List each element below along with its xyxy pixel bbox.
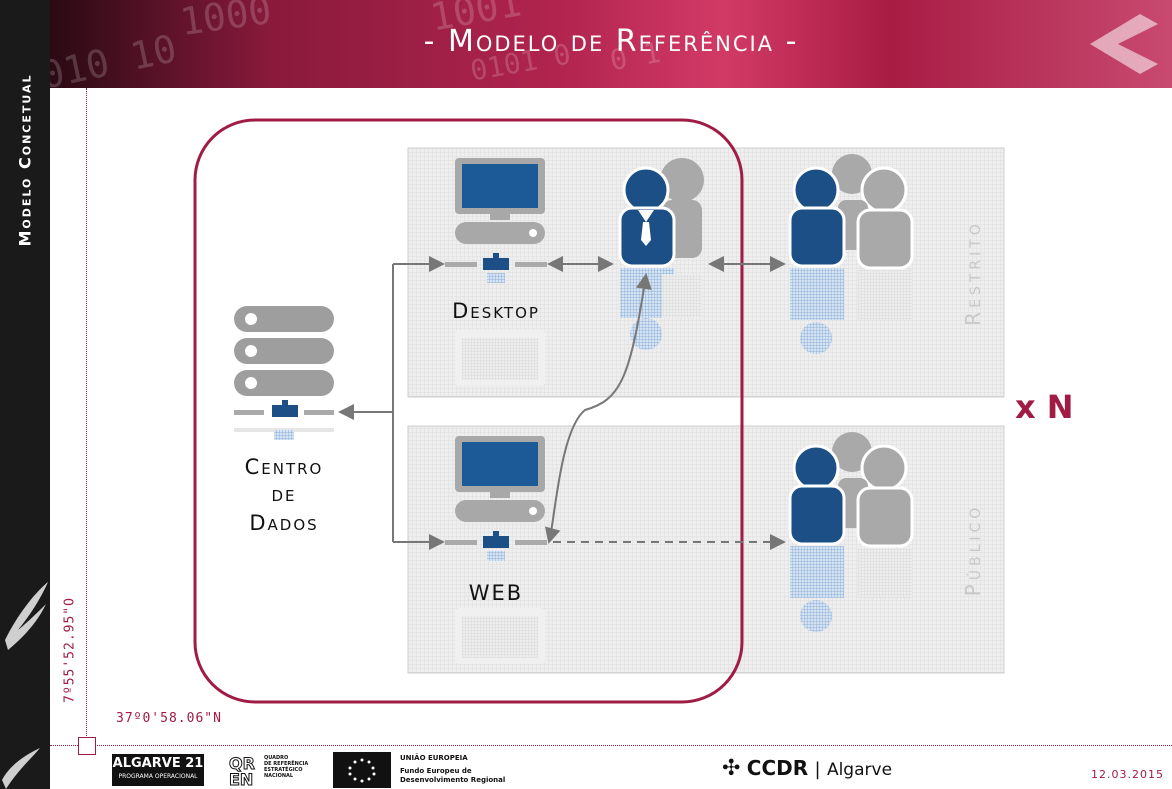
connector-lines xyxy=(338,256,786,550)
qren-mark-icon: QR EN xyxy=(229,754,256,786)
ccdr-symbol-icon: ✣ xyxy=(722,756,741,781)
header-chevron-icon xyxy=(1090,14,1158,74)
guide-line-horizontal xyxy=(50,745,1172,746)
latitude-label: 37º0'58.06"N xyxy=(116,711,222,726)
system-boundary xyxy=(193,118,744,704)
eu-stars-icon xyxy=(348,758,376,783)
algarve21-title: ALGARVE 21 xyxy=(112,756,204,771)
svg-text:QR: QR xyxy=(229,754,255,773)
data-center-label: Centro xyxy=(245,455,324,479)
slide-date: 12.03.2015 xyxy=(1091,768,1164,781)
restricted-users-icon xyxy=(788,154,914,354)
corner-marker xyxy=(78,737,96,755)
web-label: WEB xyxy=(469,581,523,605)
qren-text: NACIONAL xyxy=(264,773,294,779)
ccdr-name: CCDR xyxy=(746,756,809,780)
qren-text: ESTRATÉGICO xyxy=(264,767,303,773)
public-users-icon xyxy=(788,432,914,632)
data-center-label: de xyxy=(271,482,296,506)
svg-text:EN: EN xyxy=(229,770,253,786)
eu-fund: Fundo Europeu de Desenvolvimento Regiona… xyxy=(400,767,506,784)
quill-icon xyxy=(2,582,48,789)
data-center-label: Dados xyxy=(249,511,318,535)
qren-text: QUADRO xyxy=(264,755,289,761)
ccdr-region: Algarve xyxy=(826,760,893,780)
qren-logo: QR EN QUADRO DE REFERÊNCIA ESTRATÉGICO N… xyxy=(228,754,318,786)
ccdr-logo: ✣ CCDR | Algarve xyxy=(722,756,893,781)
web-computer-icon xyxy=(445,436,547,664)
server-icon xyxy=(234,306,334,440)
desktop-computer-icon xyxy=(445,158,547,386)
eu-text: UNIÃO EUROPEIA Fundo Europeu de Desenvol… xyxy=(400,754,510,785)
page-title: - Modelo de Referência - xyxy=(423,24,799,59)
eu-title: UNIÃO EUROPEIA xyxy=(400,754,468,762)
qren-text: DE REFERÊNCIA xyxy=(264,761,309,767)
desktop-label: Desktop xyxy=(452,299,540,323)
multiplier-label: x N xyxy=(1015,388,1074,426)
eu-flag-icon xyxy=(333,752,391,788)
guide-line-vertical xyxy=(86,88,87,748)
header-banner: 1000 1001 010 10 0101 0 0 1 - Modelo de … xyxy=(50,0,1172,88)
restricted-label: Restrito xyxy=(961,220,985,326)
algarve21-subtitle: PROGRAMA OPERACIONAL xyxy=(118,773,198,780)
public-label: Público xyxy=(961,504,985,597)
sidebar: Modelo Concetual xyxy=(0,0,50,789)
algarve21-logo: ALGARVE 21 PROGRAMA OPERACIONAL xyxy=(112,754,204,786)
